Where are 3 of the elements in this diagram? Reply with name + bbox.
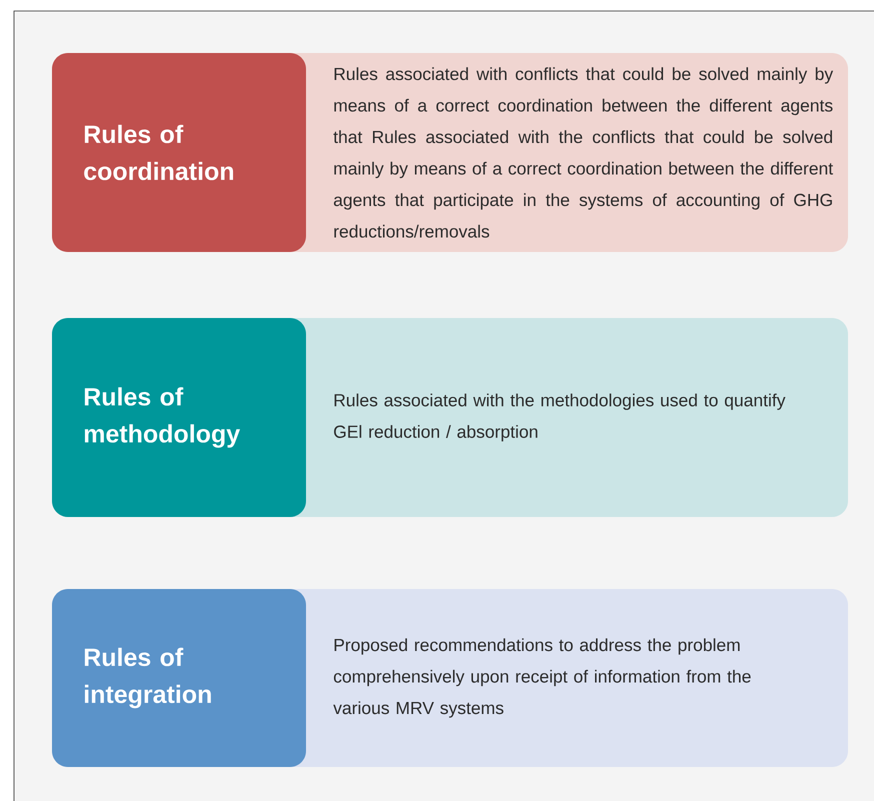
- title-box: Rules of methodology: [52, 318, 306, 517]
- title-box: Rules of coordination: [52, 53, 306, 252]
- title-box: Rules of integration: [52, 589, 306, 767]
